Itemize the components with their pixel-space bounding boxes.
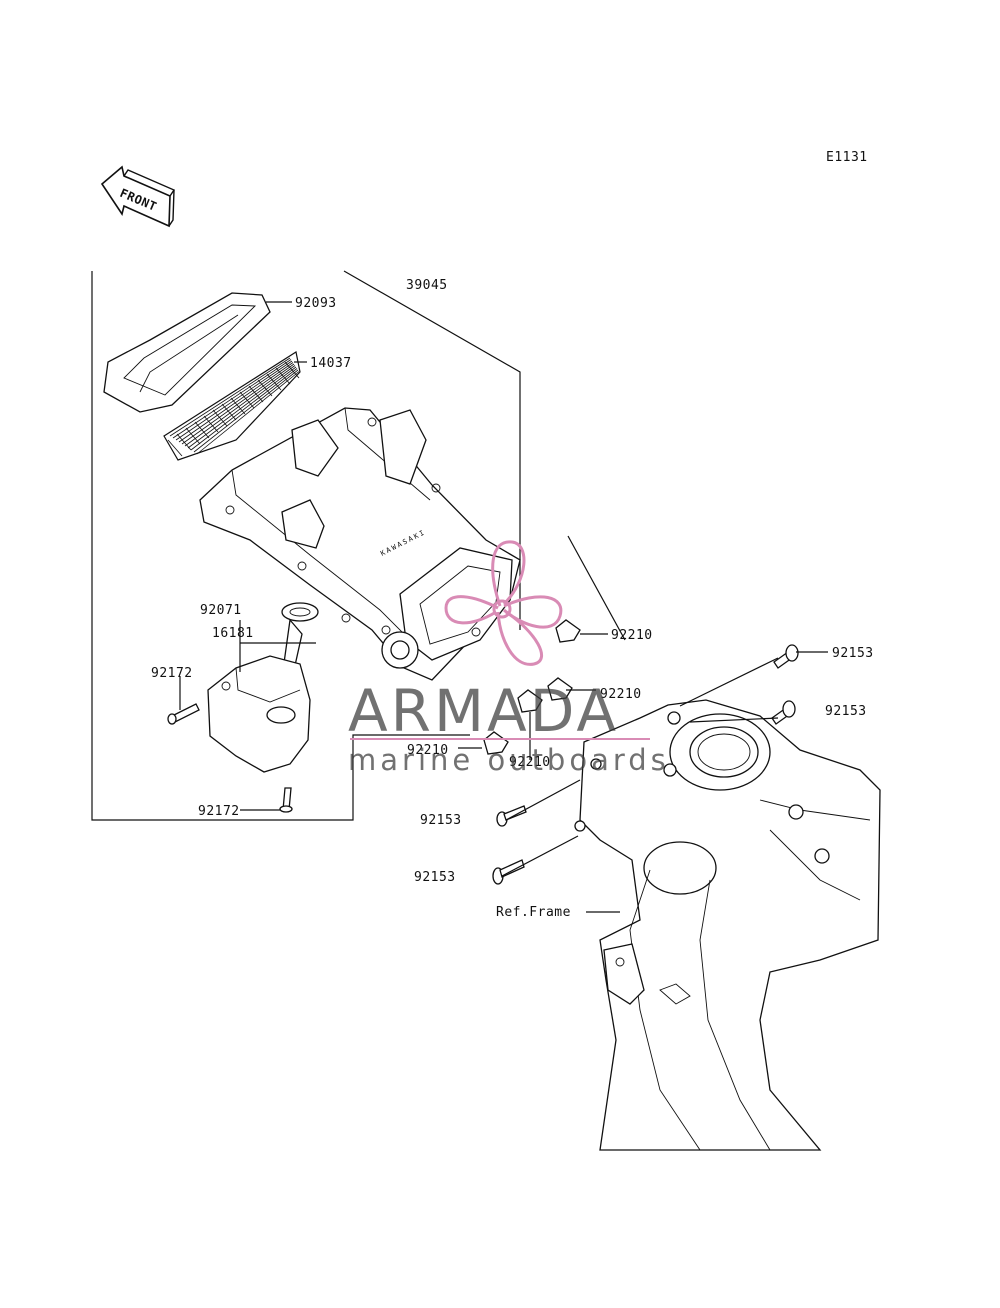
part-92153-bolt-a xyxy=(773,644,799,669)
part-92172-screw-upper xyxy=(167,703,200,725)
part-92153-bolt-d xyxy=(492,859,525,885)
watermark: ARMADA marine outboards xyxy=(348,540,670,777)
part-92210-clip-b xyxy=(547,677,573,701)
label-92210-c: 92210 xyxy=(407,743,449,758)
watermark-brand: ARMADA xyxy=(348,677,619,745)
label-92093: 92093 xyxy=(295,296,337,311)
watermark-tagline: marine outboards xyxy=(348,743,670,777)
label-92210-b: 92210 xyxy=(600,687,642,702)
front-arrow-icon: FRONT xyxy=(100,165,176,228)
watermark-propeller-logo xyxy=(444,540,563,666)
part-92172-screw-lower xyxy=(279,787,293,813)
label-92153-b: 92153 xyxy=(825,704,867,719)
part-92093-duct-rim xyxy=(103,292,271,413)
assembly-boundary xyxy=(91,270,626,821)
part-92153-bolt-b xyxy=(771,700,796,725)
part-14037-mesh xyxy=(163,351,301,461)
label-92153-d: 92153 xyxy=(414,870,456,885)
watermark-rule xyxy=(350,738,650,740)
label-92153-c: 92153 xyxy=(420,813,462,828)
part-92210-clip-c xyxy=(483,731,509,755)
part-16181-tank xyxy=(207,655,311,773)
part-92153-bolt-c xyxy=(496,805,527,827)
label-92210-d: 92210 xyxy=(509,755,551,770)
frame-reference xyxy=(574,699,881,1151)
label-92172-lower: 92172 xyxy=(198,804,240,819)
part-92210-clip-d xyxy=(517,689,543,713)
label-14037: 14037 xyxy=(310,356,352,371)
diagram-code: E1131 xyxy=(826,150,868,165)
label-ref-frame: Ref.Frame xyxy=(496,905,571,920)
part-92210-clip-a xyxy=(555,619,581,643)
label-92153-a: 92153 xyxy=(832,646,874,661)
label-16181: 16181 xyxy=(212,626,254,641)
label-92071: 92071 xyxy=(200,603,242,618)
label-39045: 39045 xyxy=(406,278,448,293)
label-92210-a: 92210 xyxy=(611,628,653,643)
part-39045-air-duct: KAWASAKI xyxy=(199,407,521,681)
label-92172-upper: 92172 xyxy=(151,666,193,681)
leader-lines xyxy=(179,301,828,913)
